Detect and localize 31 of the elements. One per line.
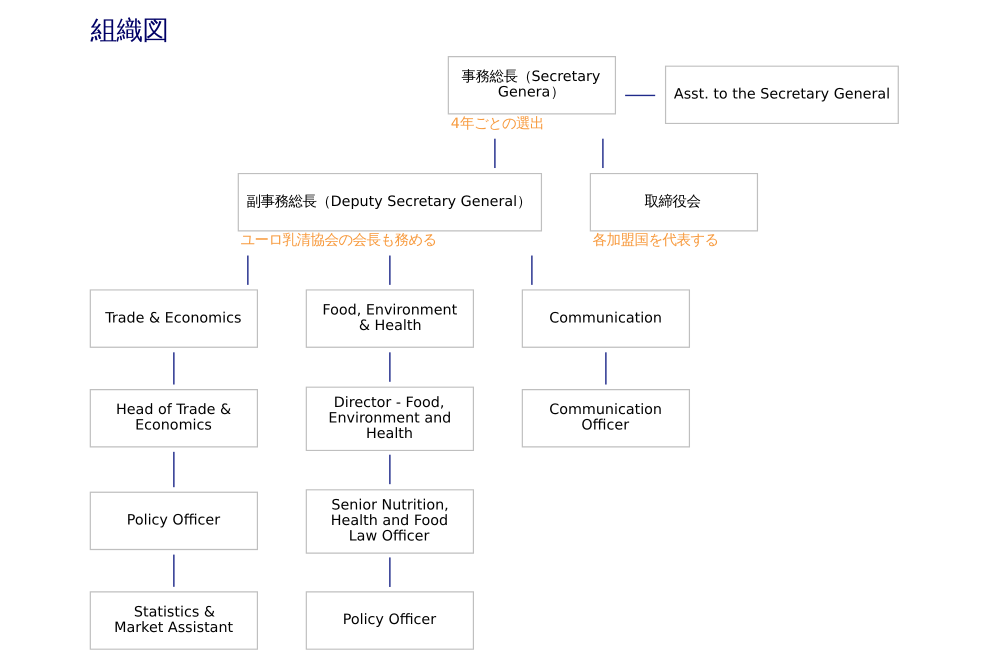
connector <box>602 138 604 168</box>
connector <box>494 138 496 168</box>
connector <box>173 554 175 587</box>
node-box: Communication Officer <box>522 389 690 448</box>
node-box: Communication <box>522 289 690 348</box>
node-box: 副事務総長（Deputy Secretary General） <box>238 172 542 232</box>
node-box: Director - Food, Environment and Health <box>306 386 474 452</box>
connector <box>389 352 391 382</box>
connector <box>173 352 175 385</box>
diagram-title: 組織図 <box>90 16 169 46</box>
node-box: Policy Officer <box>90 492 258 550</box>
node-label: 4年ごとの選出 <box>450 116 544 132</box>
node-box: Food, Environment & Health <box>306 289 474 348</box>
node-label: ユーロ乳清協会の会長も務める <box>240 232 437 249</box>
connector <box>173 452 175 488</box>
connector <box>389 557 391 587</box>
node-box: Trade & Economics <box>90 289 258 348</box>
connector <box>389 256 391 285</box>
connector <box>247 256 249 285</box>
node-box: 取締役会 <box>590 172 758 232</box>
connector <box>531 256 533 285</box>
node-box: 事務総長（Secretary Genera） <box>448 56 616 114</box>
node-box: Policy Officer <box>306 591 474 650</box>
node-box: Asst. to the Secretary General <box>664 66 899 124</box>
connector <box>389 454 391 484</box>
node-label: 各加盟国を代表する <box>592 232 719 249</box>
connector <box>605 352 607 385</box>
node-box: Senior Nutrition, Health and Food Law Officer <box>306 489 474 554</box>
connector <box>625 94 656 96</box>
node-box: Head of Trade & Economics <box>90 389 258 448</box>
node-box: Statistics & Market Assistant <box>90 591 258 650</box>
